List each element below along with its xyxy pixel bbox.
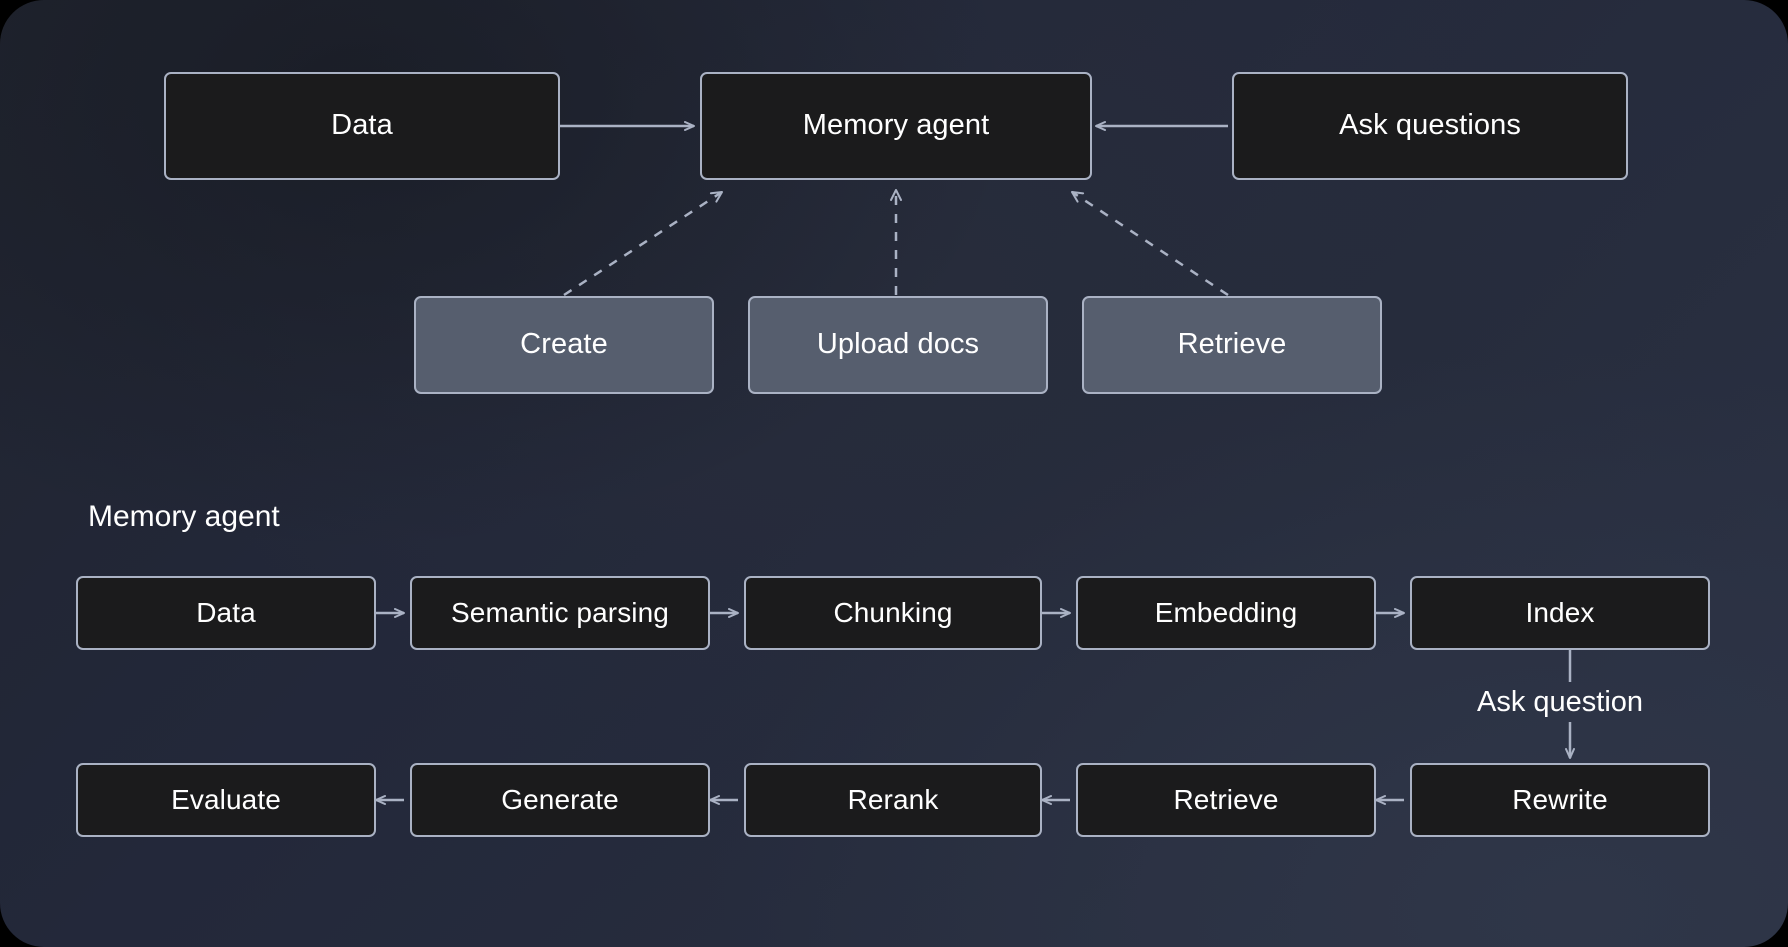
node-label: Chunking	[833, 596, 953, 628]
node-data-source[interactable]: Data	[164, 72, 560, 180]
node-label: Evaluate	[171, 783, 281, 815]
pipeline-node-chunking[interactable]: Chunking	[744, 576, 1042, 650]
node-label: Upload docs	[816, 328, 980, 361]
node-label: Generate	[501, 783, 619, 815]
pipeline-section-title: Memory agent	[88, 500, 280, 533]
pipeline-node-rerank[interactable]: Rerank	[744, 763, 1042, 837]
pipeline-node-data[interactable]: Data	[76, 576, 376, 650]
node-label: Data	[331, 109, 393, 142]
pipeline-node-index[interactable]: Index	[1410, 576, 1710, 650]
node-label: Embedding	[1154, 596, 1298, 628]
node-capability-upload-docs[interactable]: Upload docs	[748, 296, 1048, 394]
pipeline-node-evaluate[interactable]: Evaluate	[76, 763, 376, 837]
node-label: Rerank	[847, 783, 939, 815]
node-label: Data	[196, 596, 256, 628]
wire-create-to-memory-agent	[563, 190, 723, 297]
node-label: Index	[1525, 596, 1595, 628]
node-capability-retrieve[interactable]: Retrieve	[1082, 296, 1382, 394]
node-memory-agent[interactable]: Memory agent	[700, 72, 1092, 180]
node-label: Rewrite	[1512, 783, 1608, 815]
node-label: Retrieve	[1177, 328, 1287, 361]
wire-retrieve-to-memory-agent	[1071, 190, 1229, 297]
node-ask-questions[interactable]: Ask questions	[1232, 72, 1628, 180]
node-label: Semantic parsing	[451, 596, 669, 628]
node-label: Memory agent	[802, 109, 990, 142]
pipeline-node-retrieve[interactable]: Retrieve	[1076, 763, 1376, 837]
node-label: Create	[520, 328, 608, 361]
node-capability-create[interactable]: Create	[414, 296, 714, 394]
node-label: Ask questions	[1339, 109, 1521, 142]
node-label: Retrieve	[1173, 783, 1279, 815]
bridge-label-ask-question: Ask question	[1477, 686, 1644, 718]
pipeline-node-embedding[interactable]: Embedding	[1076, 576, 1376, 650]
pipeline-node-rewrite[interactable]: Rewrite	[1410, 763, 1710, 837]
pipeline-node-semantic-parsing[interactable]: Semantic parsing	[410, 576, 710, 650]
pipeline-node-generate[interactable]: Generate	[410, 763, 710, 837]
